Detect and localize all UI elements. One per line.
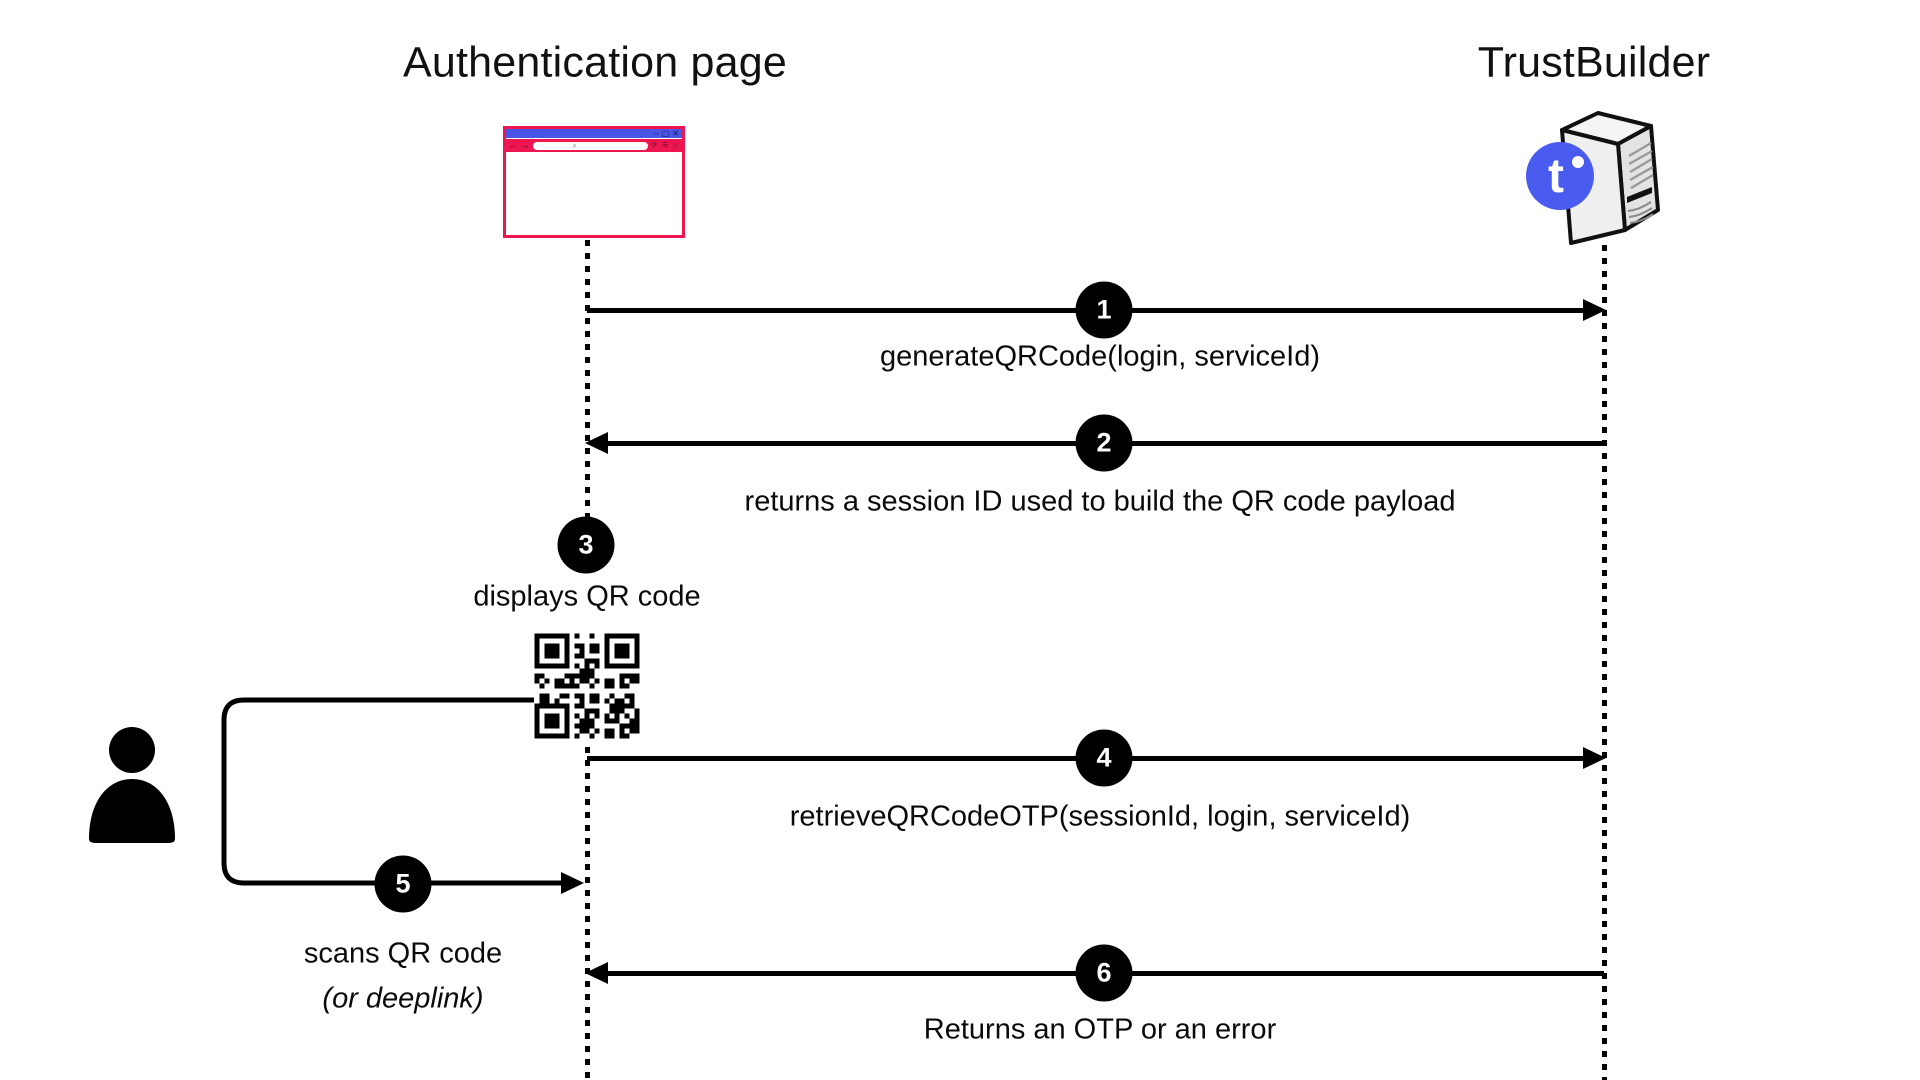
search-icon: ⌕	[572, 140, 577, 150]
server-icon: t	[1526, 111, 1660, 245]
step-label-1: generateQRCode(login, serviceId)	[879, 340, 1321, 373]
browser-titlebar: – ▢ ✕	[506, 129, 682, 139]
minimize-icon: –	[654, 128, 659, 138]
close-icon: ✕	[672, 128, 679, 138]
browser-toolbar: ← → ⌕ ⟳ ☰ ⌂	[506, 139, 682, 152]
server-bottom-lines	[1627, 201, 1654, 224]
step-label-4: retrieveQRCodeOTP(sessionId, login, serv…	[789, 800, 1411, 833]
step-label-2: returns a session ID used to build the Q…	[744, 485, 1456, 518]
browser-menu-icons: ⟳ ☰ ⌂	[651, 141, 679, 149]
lifeline-trustbuilder	[1602, 245, 1607, 1080]
maximize-icon: ▢	[661, 128, 670, 138]
arrowhead-step-2	[585, 432, 608, 454]
trustbuilder-logo-dot	[1572, 156, 1584, 168]
person-icon	[89, 727, 175, 843]
back-forward-icons: ← →	[509, 140, 531, 150]
arrowhead-step-5	[561, 872, 584, 894]
step-number-3: 3	[557, 516, 615, 574]
step-sublabel-5: (or deeplink)	[322, 982, 484, 1015]
step-label-5: scans QR code	[303, 937, 503, 970]
step-number-6: 6	[1075, 944, 1133, 1002]
actor-title-authentication-page: Authentication page	[403, 38, 787, 87]
arrowhead-step-1	[1583, 299, 1606, 321]
actor-title-trustbuilder: TrustBuilder	[1477, 38, 1711, 87]
step-number-4: 4	[1075, 729, 1133, 787]
browser-window-icon: – ▢ ✕ ← → ⌕ ⟳ ☰ ⌂	[503, 126, 685, 238]
trustbuilder-logo-letter: t	[1548, 150, 1564, 203]
step-number-1: 1	[1075, 281, 1133, 339]
connector-step-5	[221, 697, 584, 894]
server-drive-slot	[1627, 187, 1652, 203]
qr-code	[532, 631, 642, 741]
server-vents	[1628, 141, 1654, 190]
arrowhead-step-6	[585, 962, 608, 984]
step-number-5: 5	[374, 855, 432, 913]
address-bar: ⌕	[533, 140, 649, 150]
step-number-2: 2	[1075, 414, 1133, 472]
step-label-6: Returns an OTP or an error	[923, 1013, 1277, 1046]
arrowhead-step-4	[1583, 747, 1606, 769]
step-label-3: displays QR code	[463, 576, 711, 618]
